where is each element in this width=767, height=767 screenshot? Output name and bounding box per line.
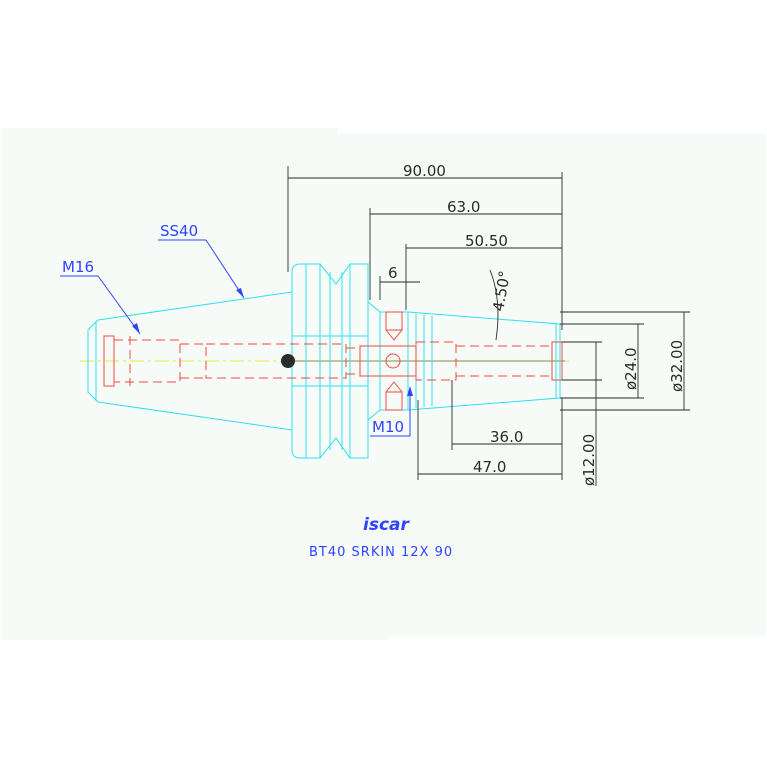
dim-length-6: 6 <box>388 264 398 282</box>
dim-dia-24: ø24.0 <box>622 347 640 390</box>
flange <box>291 263 369 459</box>
dim-dia-32: ø32.00 <box>668 340 686 392</box>
brand-logo: iscar <box>363 515 410 535</box>
dim-length-50: 50.50 <box>465 232 508 250</box>
dim-dia-12: ø12.00 <box>580 434 598 486</box>
clamp-screws <box>385 311 403 411</box>
part-caption: BT40 SRKIN 12X 90 <box>309 545 453 560</box>
drawing-sheet <box>2 128 766 640</box>
gauge-ball <box>281 354 295 368</box>
dim-length-63: 63.0 <box>447 198 480 216</box>
callout-leaders <box>60 239 413 437</box>
dimension-lines <box>287 166 690 486</box>
dim-length-47: 47.0 <box>473 458 506 476</box>
dim-length-36: 36.0 <box>490 428 523 446</box>
label-ss40: SS40 <box>160 222 198 240</box>
label-m16: M16 <box>62 258 94 276</box>
label-m10: M10 <box>372 418 404 436</box>
internal-bore <box>103 335 563 387</box>
dim-overall-length: 90.00 <box>403 162 446 180</box>
